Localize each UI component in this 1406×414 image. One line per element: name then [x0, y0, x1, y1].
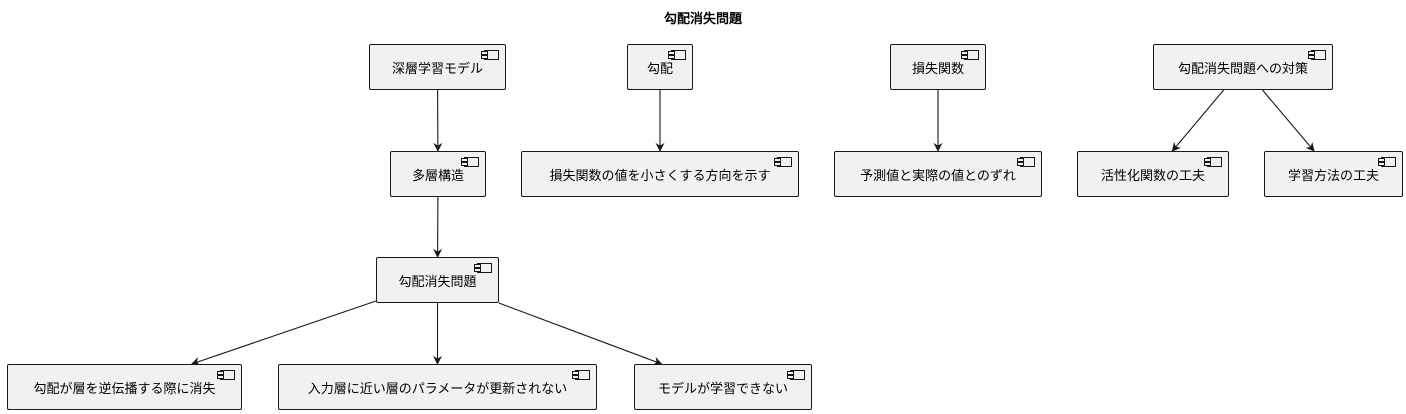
node-activation-function: 活性化関数の工夫 [1077, 151, 1229, 197]
node-label: 損失関数 [911, 61, 964, 77]
node-label: 学習方法の工夫 [1287, 168, 1379, 184]
node-gradient: 勾配 [627, 44, 693, 90]
node-params-not-updated: 入力層に近い層のパラメータが更新されない [278, 364, 597, 410]
node-label: 深層学習モデル [391, 61, 483, 77]
node-label: 勾配 [646, 61, 673, 77]
node-label: 損失関数の値を小さくする方向を示す [549, 168, 771, 184]
node-vanishing-gradient: 勾配消失問題 [376, 257, 499, 303]
component-icon [1378, 157, 1396, 167]
node-cannot-learn: モデルが学習できない [634, 364, 812, 410]
node-backprop-vanish: 勾配が層を逆伝播する際に消失 [7, 364, 242, 410]
component-icon [787, 370, 805, 380]
node-label: 勾配消失問題 [398, 274, 477, 290]
node-gradient-description: 損失関数の値を小さくする方向を示す [521, 151, 799, 197]
node-loss-function: 損失関数 [890, 44, 986, 90]
component-icon [1017, 157, 1035, 167]
node-label: 勾配が層を逆伝播する際に消失 [33, 381, 216, 397]
component-icon [1308, 50, 1326, 60]
node-loss-description: 予測値と実際の値とのずれ [834, 151, 1042, 197]
diagram-title: 勾配消失問題 [663, 12, 742, 27]
edge-vanishing-to-cannot_learn [498, 302, 663, 366]
component-icon [572, 370, 590, 380]
component-icon [774, 157, 792, 167]
component-icon [474, 263, 492, 273]
component-icon [481, 50, 499, 60]
node-learning-method: 学習方法の工夫 [1264, 151, 1403, 197]
component-icon [217, 370, 235, 380]
node-deep-model: 深層学習モデル [369, 44, 506, 90]
node-label: 予測値と実際の値とのずれ [860, 168, 1016, 184]
edge-countermeasures-to-activation [1171, 89, 1225, 152]
node-label: 勾配消失問題への対策 [1177, 61, 1308, 77]
node-label: 入力層に近い層のパラメータが更新されない [307, 381, 568, 397]
node-multilayer: 多層構造 [390, 151, 486, 197]
component-icon [668, 50, 686, 60]
node-label: 多層構造 [411, 168, 464, 184]
node-label: モデルが学習できない [657, 381, 788, 397]
edge-vanishing-to-backprop_vanish [190, 300, 377, 366]
node-countermeasures: 勾配消失問題への対策 [1153, 44, 1333, 90]
edge-countermeasures-to-learning_method [1262, 89, 1315, 152]
node-label: 活性化関数の工夫 [1100, 168, 1205, 184]
component-icon [961, 50, 979, 60]
component-icon [1204, 157, 1222, 167]
component-icon [461, 157, 479, 167]
